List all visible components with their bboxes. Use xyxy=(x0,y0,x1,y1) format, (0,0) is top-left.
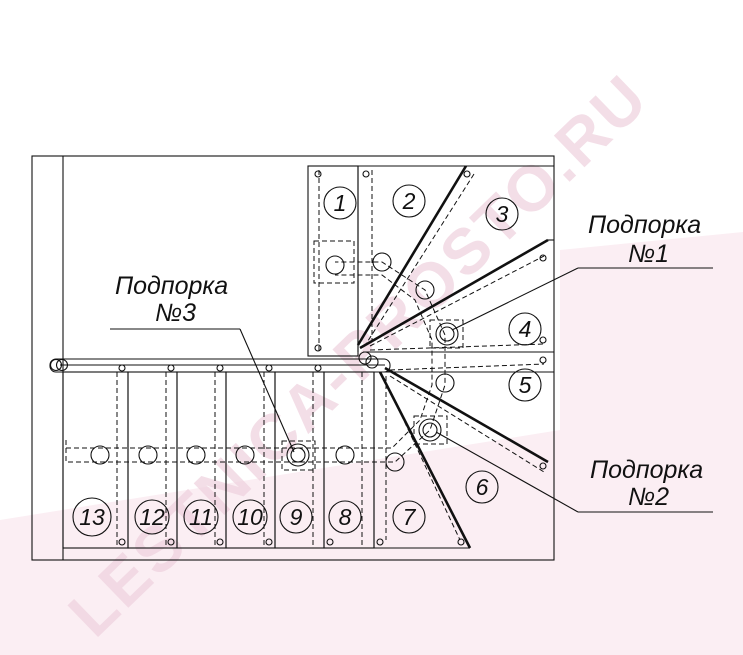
step-2-tread xyxy=(356,165,468,346)
support-1-label-line2: №1 xyxy=(628,240,669,268)
bolt xyxy=(435,373,455,393)
handrail-end-left-2 xyxy=(55,358,69,372)
handrail-end-left xyxy=(49,358,63,372)
support-pad-2 xyxy=(413,415,448,445)
bolt xyxy=(138,445,158,465)
step-num-circle xyxy=(508,312,542,346)
support-3-label-line1: Подпорка xyxy=(115,272,228,300)
support-1-leader-diag xyxy=(451,267,579,331)
step-num-circle xyxy=(392,500,426,534)
step-num-circle xyxy=(485,197,519,231)
bolt xyxy=(235,445,255,465)
bolt xyxy=(415,280,435,300)
center-pivot-2 xyxy=(365,355,379,369)
bolt xyxy=(90,445,110,465)
step-num-12: 12 xyxy=(139,504,165,530)
step-num-11: 11 xyxy=(189,504,213,530)
step-num-circle xyxy=(279,500,313,534)
callout-support-2: Подпорка №2 xyxy=(435,431,713,513)
support-1-label-line1: Подпорка xyxy=(588,211,701,239)
step-num-circle xyxy=(392,184,426,218)
step-num-circle xyxy=(508,368,542,402)
outer-frame xyxy=(31,155,555,561)
support-pad-1 xyxy=(429,319,464,349)
background-tint xyxy=(0,232,743,655)
support-2-leader-diag xyxy=(435,431,579,513)
step-num-circle xyxy=(72,497,112,537)
step-num-circle xyxy=(465,470,499,504)
step-4-dash xyxy=(369,255,545,347)
step-num-2: 2 xyxy=(402,188,416,214)
step-numbers: 1 2 3 4 5 6 7 8 9 10 11 12 13 xyxy=(72,184,542,537)
bolt xyxy=(372,252,392,272)
screws xyxy=(118,170,547,546)
support-2-label-line1: Подпорка xyxy=(590,456,703,484)
stringer-bolts xyxy=(90,252,455,472)
bolt xyxy=(186,445,206,465)
support-3-label-line2: №3 xyxy=(155,299,196,327)
support-2-label-line2: №2 xyxy=(628,483,669,511)
support-3-leader-diag xyxy=(239,328,295,453)
step-3-tread xyxy=(359,238,549,350)
step-3-dash xyxy=(365,173,475,345)
bolt xyxy=(325,255,345,275)
step-num-circle xyxy=(328,500,362,534)
step-5-dash xyxy=(389,363,545,371)
step-num-10: 10 xyxy=(237,504,263,530)
callout-support-3: Подпорка №3 xyxy=(110,272,295,453)
step-num-1: 1 xyxy=(334,190,347,216)
step-num-7: 7 xyxy=(403,504,417,530)
step-6-tread xyxy=(384,366,549,464)
step-num-circle xyxy=(134,499,170,535)
step-num-circle xyxy=(323,186,357,220)
step-num-5: 5 xyxy=(519,372,532,398)
step-num-circle xyxy=(183,499,219,535)
step-13-outline xyxy=(62,371,129,549)
step-4-dash-2 xyxy=(369,343,545,351)
callout-support-1: Подпорка №1 xyxy=(451,211,713,331)
step-num-9: 9 xyxy=(290,504,303,530)
step-num-4: 4 xyxy=(519,316,532,342)
step-num-8: 8 xyxy=(339,504,352,530)
step-num-13: 13 xyxy=(79,504,105,530)
step-7-dash xyxy=(383,377,461,541)
bolt xyxy=(335,445,355,465)
step-num-circle xyxy=(232,499,268,535)
stringer-outline xyxy=(65,261,446,463)
lower-flight xyxy=(62,371,375,549)
step-6-dash xyxy=(389,375,545,473)
support-pad-3 xyxy=(281,440,316,471)
step-num-3: 3 xyxy=(496,201,509,227)
stringer-outline-inner xyxy=(66,274,433,449)
step-num-6: 6 xyxy=(476,474,489,500)
support-pad-top xyxy=(313,240,355,284)
bolt xyxy=(385,452,405,472)
